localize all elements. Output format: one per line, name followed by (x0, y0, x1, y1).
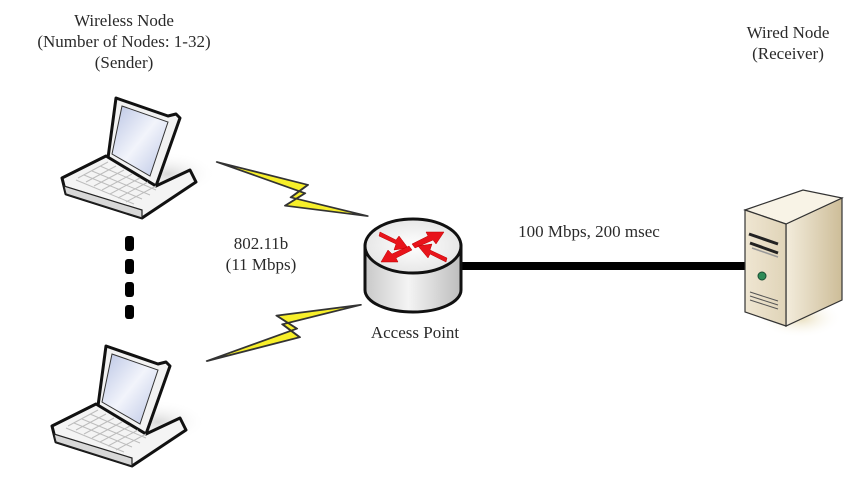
router-icon (363, 217, 463, 314)
access-point-text: Access Point (370, 323, 460, 342)
wireless-standard: 802.11b (233, 234, 289, 253)
sender-label: Wireless Node (Number of Nodes: 1-32) (S… (8, 10, 240, 73)
server-icon (743, 189, 844, 338)
wireless-rate: (11 Mbps) (225, 255, 297, 274)
receiver-label: Wired Node (Receiver) (722, 22, 854, 64)
laptop-icon (60, 96, 218, 220)
laptop-icon (50, 344, 208, 468)
wired-link-label: 100 Mbps, 200 msec (484, 221, 694, 242)
receiver-title: Wired Node (746, 23, 830, 42)
sender-role: (Sender) (94, 53, 154, 72)
more-nodes-dots (125, 236, 134, 319)
sender-title: Wireless Node (74, 11, 174, 30)
lightning-icon (215, 160, 369, 218)
wireless-link-label: 802.11b (11 Mbps) (206, 233, 316, 275)
wired-link-text: 100 Mbps, 200 msec (518, 222, 660, 241)
sender-count: (Number of Nodes: 1-32) (37, 32, 211, 51)
lightning-icon (205, 303, 362, 363)
access-point-label: Access Point (345, 322, 485, 343)
receiver-role: (Receiver) (752, 44, 824, 63)
